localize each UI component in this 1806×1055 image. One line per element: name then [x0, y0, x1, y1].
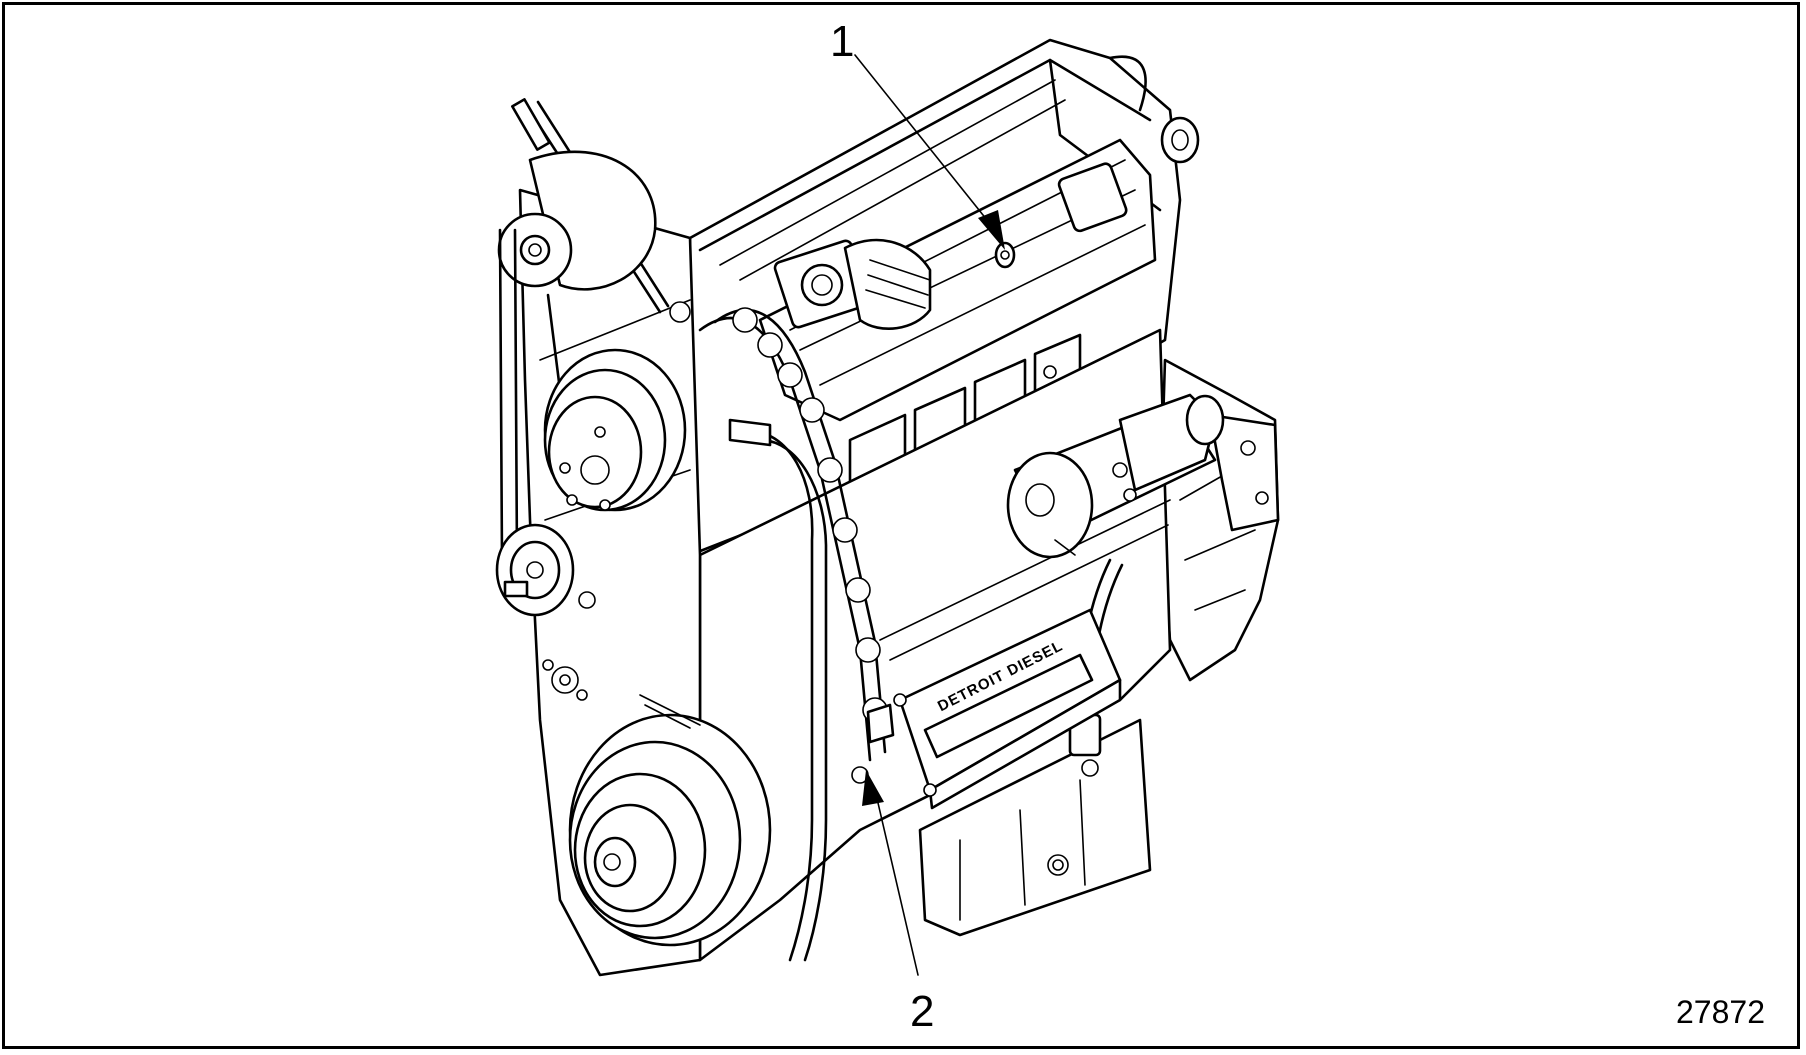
side-tube [728, 418, 828, 962]
callout-1: 1 [830, 17, 855, 66]
starter-motor [1006, 393, 1225, 559]
figure-number: 27872 [1676, 994, 1765, 1030]
engine-control-module [893, 608, 1122, 810]
sensor-2 [851, 703, 895, 784]
leader-lines [854, 54, 1005, 976]
arrowhead-2 [862, 770, 884, 806]
arrowhead-1 [978, 210, 1005, 250]
water-pump-pulley [543, 348, 687, 512]
idler-pulley [495, 523, 596, 617]
lifting-eye [1108, 55, 1200, 164]
alternator [497, 98, 691, 323]
callout-2: 2 [910, 987, 935, 1036]
sensor-1 [994, 162, 1128, 269]
leader-line-2 [874, 789, 919, 976]
leader-line-1 [854, 54, 996, 231]
crankshaft-pulley [568, 694, 772, 947]
drive-belt [498, 228, 562, 562]
thermostat-housing [773, 238, 932, 331]
